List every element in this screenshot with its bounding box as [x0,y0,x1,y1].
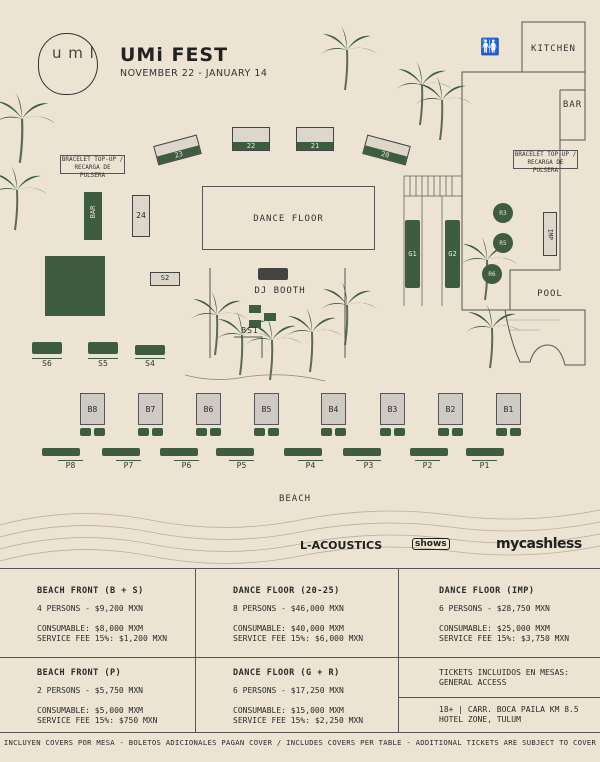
bar-right-label: BAR [562,100,583,110]
seat [394,428,405,436]
dj-booth-label: DJ BOOTH [254,286,306,296]
table-g2[interactable]: G2 [445,220,460,288]
grid-line [195,568,196,732]
table-p6-label: P6 [174,460,199,470]
dance-floor[interactable]: DANCE FLOOR [202,186,375,250]
table-p3-label: P3 [356,460,381,470]
seat [94,428,105,436]
tickets-note: TICKETS INCLUIDOS EN MESAS: GENERAL ACCE… [439,668,570,687]
table-p1-label: P1 [472,460,497,470]
seat [138,428,149,436]
table-p2-label: P2 [415,460,440,470]
table-21[interactable]: 21 [296,127,334,151]
table-p7[interactable] [102,448,140,456]
table-p6[interactable] [160,448,198,456]
table-p7-label: P7 [116,460,141,470]
table-p8-label: P8 [58,460,83,470]
beach-label: BEACH [278,494,312,504]
seat [321,428,332,436]
table-r3[interactable]: R3 [493,203,513,223]
location-note: 18+ | CARR. BOCA PAILA KM 8.5 HOTEL ZONE… [439,705,579,724]
table-p5-label: P5 [229,460,254,470]
table-p2[interactable] [410,448,448,456]
logo-circle [38,33,98,95]
table-22[interactable]: 22 [232,127,270,151]
grid-line [398,697,600,698]
table-b7[interactable]: B7 [138,393,163,425]
seat [210,428,221,436]
table-r5[interactable]: R5 [493,233,513,253]
sponsor-mycashless: mycashless [496,536,582,552]
table-b1[interactable]: B1 [496,393,521,425]
seat [438,428,449,436]
grid-line [398,568,399,732]
page-title: UMi FEST [120,44,229,66]
bs1-label[interactable]: BS1 [241,326,259,335]
pricing-beach-front-bs: BEACH FRONT (B + S) 4 PERSONS - $9,200 M… [37,586,168,643]
speaker-icon [258,268,288,280]
table-p1[interactable] [466,448,504,456]
seat [196,428,207,436]
sponsor-shows: shows [412,538,450,550]
table-imp[interactable]: IMP [543,212,557,256]
grid-line [0,568,600,569]
seat [335,428,346,436]
table-24[interactable]: 24 [132,195,150,237]
bar-left [84,192,102,240]
seat [510,428,521,436]
pricing-dance-floor-gr: DANCE FLOOR (G + R) 6 PERSONS - $17,250 … [233,668,364,725]
seat [496,428,507,436]
map-decoration [0,21,600,564]
table-g1[interactable]: G1 [405,220,420,288]
table-p4-label: P4 [298,460,323,470]
table-r6[interactable]: R6 [482,264,502,284]
event-dates: NOVEMBER 22 - JANUARY 14 [120,68,268,79]
table-p8[interactable] [42,448,80,456]
grid-line [0,732,600,733]
table-b5[interactable]: B5 [254,393,279,425]
seat [152,428,163,436]
bar-left-block [45,256,105,316]
table-p3[interactable] [343,448,381,456]
seat [380,428,391,436]
logo-text: u m l [52,44,95,62]
pool-label: POOL [537,289,563,299]
restroom-icon: 🚻 [480,37,500,56]
table-s5[interactable] [88,342,118,354]
pricing-dance-floor-20-25: DANCE FLOOR (20-25) 8 PERSONS - $46,000 … [233,586,364,643]
table-b4[interactable]: B4 [321,393,346,425]
seat [254,428,265,436]
table-s5-label: S5 [88,358,118,368]
palm-tree-icon [0,91,57,164]
table-p5[interactable] [216,448,254,456]
table-b3[interactable]: B3 [380,393,405,425]
footer-note: INCLUYEN COVERS POR MESA - BOLETOS ADICI… [3,738,597,747]
table-s6-label: S6 [32,358,62,368]
table-s2[interactable]: S2 [150,272,180,286]
pricing-beach-front-p: BEACH FRONT (P) 2 PERSONS - $5,750 MXN C… [37,668,158,725]
seat [268,428,279,436]
bracelet-topup-left: BRACELET TOP-UP / RECARGA DE PULSERA [60,155,125,179]
pricing-dance-floor-imp: DANCE FLOOR (IMP) 6 PERSONS - $28,750 MX… [439,586,570,643]
table-s6[interactable] [32,342,62,354]
sponsor-l-acoustics: L-ACOUSTICS [300,539,383,552]
dj-seat [249,320,261,328]
table-b6[interactable]: B6 [196,393,221,425]
grid-line [0,657,600,658]
table-s4[interactable] [135,345,165,355]
kitchen-label: KITCHEN [531,44,576,54]
table-b2[interactable]: B2 [438,393,463,425]
dj-seat [249,305,261,313]
table-s4-label: S4 [135,358,165,368]
bracelet-topup-right: BRACELET TOP-UP / RECARGA DE PULSERA [513,150,578,174]
table-p4[interactable] [284,448,322,456]
dj-seat [264,313,276,321]
seat [452,428,463,436]
seat [80,428,91,436]
bar-left-label: BAR [89,205,97,219]
table-b8[interactable]: B8 [80,393,105,425]
